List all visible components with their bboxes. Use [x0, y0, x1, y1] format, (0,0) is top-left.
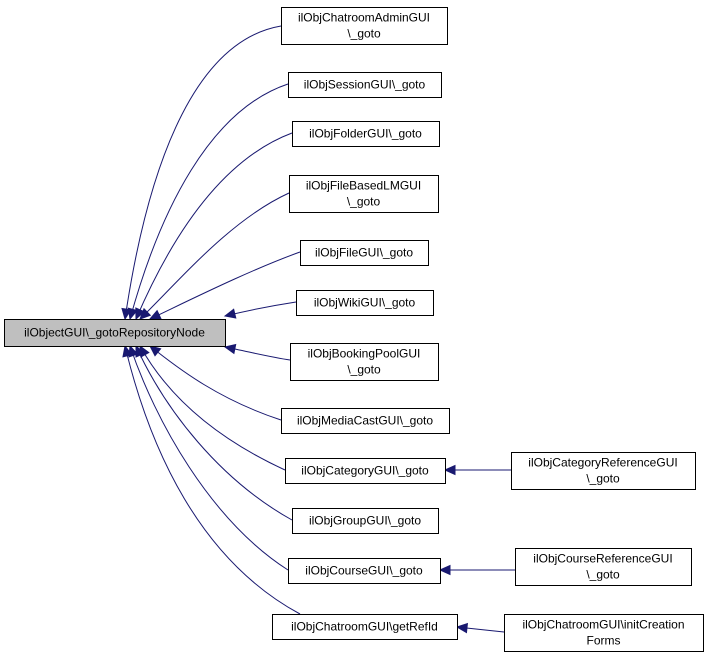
edge-session-to-root	[127, 83, 289, 321]
edge-filebased-lm-to-root	[139, 192, 290, 320]
edge-wiki-to-root	[223, 301, 297, 319]
edge-line	[129, 345, 289, 571]
edge-chatroom-admin-to-root	[121, 25, 282, 321]
node-label: ilObjMediaCastGUI\_goto	[297, 414, 433, 428]
node-chatroom-admin[interactable]: ilObjChatroomAdminGUI \_goto	[281, 7, 448, 45]
node-group[interactable]: ilObjGroupGUI\_goto	[292, 508, 439, 534]
node-category[interactable]: ilObjCategoryGUI\_goto	[285, 458, 446, 484]
node-label: ilObjSessionGUI\_goto	[304, 78, 426, 92]
nodes-layer: ilObjectGUI\_gotoRepositoryNode ilObjChat…	[4, 7, 704, 652]
arrowhead-icon	[223, 343, 237, 355]
node-label: ilObjectGUI\_gotoRepositoryNode	[24, 326, 205, 340]
node-label: ilObjCourseGUI\_goto	[305, 564, 423, 578]
node-label: Forms	[587, 634, 621, 648]
arrowhead-icon	[139, 307, 152, 320]
node-wiki[interactable]: ilObjWikiGUI\_goto	[296, 290, 434, 316]
node-box[interactable]	[288, 72, 442, 98]
node-box[interactable]	[515, 548, 692, 586]
node-label: \_goto	[586, 472, 620, 486]
node-label: ilObjChatroomAdminGUI	[298, 11, 430, 25]
node-label: ilObjGroupGUI\_goto	[309, 514, 421, 528]
edge-course-ref-to-course	[438, 564, 515, 576]
arrowhead-icon	[127, 307, 138, 321]
edge-line	[124, 345, 301, 615]
node-box[interactable]	[292, 121, 440, 147]
arrowhead-icon	[455, 622, 468, 634]
node-box[interactable]	[4, 319, 226, 347]
node-label: ilObjCourseReferenceGUI	[533, 552, 672, 566]
edge-chatroom-to-root	[122, 344, 301, 615]
arrowhead-icon	[438, 564, 451, 576]
edge-line	[224, 301, 297, 317]
edge-line	[124, 25, 282, 320]
edge-line	[135, 132, 293, 320]
node-root[interactable]: ilObjectGUI\_gotoRepositoryNode	[4, 319, 226, 347]
node-label: \_goto	[586, 568, 620, 582]
node-label: ilObjFileGUI\_goto	[315, 246, 413, 260]
node-booking-pool[interactable]: ilObjBookingPoolGUI \_goto	[290, 343, 439, 381]
node-box[interactable]	[272, 614, 458, 640]
edge-line	[149, 251, 301, 320]
node-box[interactable]	[300, 240, 429, 266]
node-box[interactable]	[511, 452, 696, 490]
edge-mediacast-to-root	[149, 345, 282, 421]
node-box[interactable]	[281, 408, 450, 434]
node-label: ilObjChatroomGUI\getRefId	[291, 620, 438, 634]
edge-booking-pool-to-root	[223, 343, 291, 361]
node-label: \_goto	[347, 195, 381, 209]
edge-line	[139, 345, 286, 471]
edge-file-to-root	[148, 251, 301, 320]
node-box[interactable]	[504, 614, 704, 652]
node-box[interactable]	[281, 7, 448, 45]
edge-group-to-root	[135, 344, 293, 521]
arrowhead-icon	[443, 464, 456, 476]
node-chatroom[interactable]: ilObjChatroomGUI\getRefId	[272, 614, 458, 640]
edge-folder-to-root	[135, 132, 293, 321]
edge-chatroom-init-to-chatroom	[455, 622, 505, 634]
node-box[interactable]	[292, 508, 439, 534]
node-label: ilObjFolderGUI\_goto	[309, 127, 422, 141]
edge-line	[135, 345, 293, 521]
edge-line	[129, 83, 289, 320]
node-course-ref[interactable]: ilObjCourseReferenceGUI \_goto	[515, 548, 692, 586]
edge-category-to-root	[139, 344, 286, 471]
node-box[interactable]	[289, 175, 439, 213]
node-label: ilObjCategoryReferenceGUI	[528, 456, 677, 470]
arrowhead-icon	[223, 308, 237, 319]
edge-line	[149, 345, 282, 421]
node-course[interactable]: ilObjCourseGUI\_goto	[288, 558, 441, 584]
edge-category-ref-to-category	[443, 464, 511, 476]
node-box[interactable]	[288, 558, 441, 584]
node-box[interactable]	[290, 343, 439, 381]
arrowhead-icon	[135, 307, 145, 321]
node-label: ilObjBookingPoolGUI	[308, 347, 421, 361]
node-label: ilObjChatroomGUI\initCreation	[522, 618, 684, 632]
arrowhead-icon	[149, 345, 162, 357]
node-label: \_goto	[347, 363, 381, 377]
node-box[interactable]	[296, 290, 434, 316]
node-label: \_goto	[347, 27, 381, 41]
edge-line	[139, 192, 290, 320]
node-label: ilObjFileBasedLMGUI	[306, 179, 421, 193]
node-mediacast[interactable]: ilObjMediaCastGUI\_goto	[281, 408, 450, 434]
arrowhead-icon	[148, 309, 162, 320]
node-file[interactable]: ilObjFileGUI\_goto	[300, 240, 429, 266]
node-label: ilObjWikiGUI\_goto	[314, 296, 416, 310]
node-label: ilObjCategoryGUI\_goto	[301, 464, 429, 478]
node-box[interactable]	[285, 458, 446, 484]
node-folder[interactable]: ilObjFolderGUI\_goto	[292, 121, 440, 147]
node-session[interactable]: ilObjSessionGUI\_goto	[288, 72, 442, 98]
arrowhead-icon	[122, 344, 133, 358]
edges-layer	[121, 25, 515, 634]
node-category-ref[interactable]: ilObjCategoryReferenceGUI \_goto	[511, 452, 696, 490]
node-filebased-lm[interactable]: ilObjFileBasedLMGUI \_goto	[289, 175, 439, 213]
